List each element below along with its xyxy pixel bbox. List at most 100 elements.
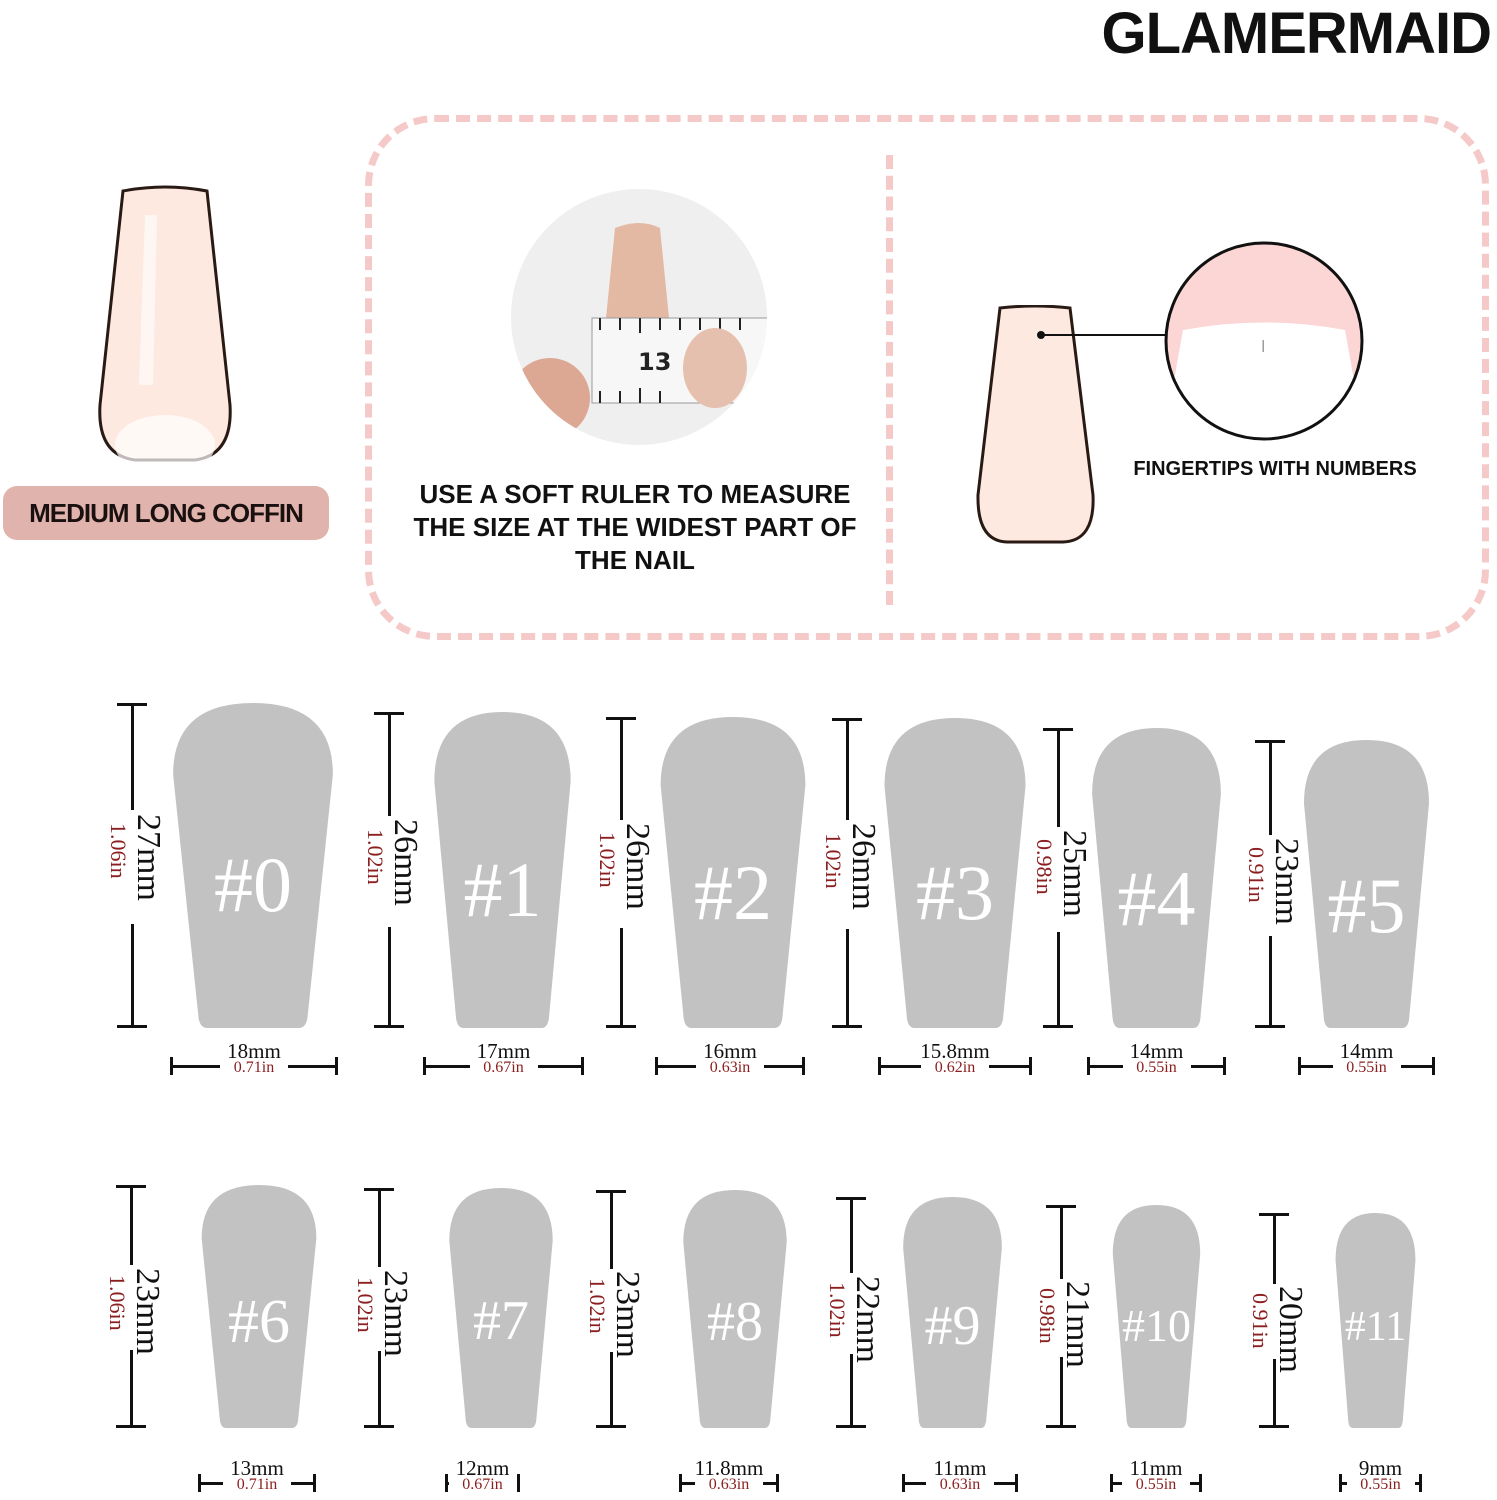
nail-shape	[449, 1188, 553, 1428]
width-in: 0.55in	[1122, 1476, 1190, 1494]
width-cap	[1015, 1474, 1018, 1492]
nail-shape	[1335, 1213, 1416, 1428]
nail-size-number: #0	[214, 840, 292, 928]
length-line	[1273, 1359, 1276, 1428]
length-mm: 26mm	[619, 822, 656, 910]
nail-size-number: #6	[228, 1288, 290, 1357]
width-in: 0.55in	[1346, 1476, 1415, 1494]
width-cap	[423, 1057, 426, 1075]
length-mm: 23mm	[129, 1267, 166, 1355]
nail-shape	[434, 712, 571, 1028]
length-mm: 26mm	[387, 819, 424, 907]
width-cap	[1432, 1057, 1435, 1075]
length-line	[1060, 1356, 1063, 1428]
width-cap	[335, 1057, 338, 1075]
instructions-panel	[365, 115, 1489, 640]
width-cap	[1419, 1474, 1422, 1492]
panel-divider	[886, 155, 893, 605]
length-line	[388, 926, 391, 1028]
length-mm: 23mm	[609, 1270, 646, 1358]
width-cap	[878, 1057, 881, 1075]
width-cap	[1199, 1474, 1202, 1492]
width-cap	[1298, 1057, 1301, 1075]
length-line	[1057, 728, 1060, 827]
fingertip-mark: l	[1261, 337, 1265, 356]
nail-size-number: #9	[924, 1295, 981, 1358]
length-in: 0.98in	[1035, 1287, 1060, 1344]
length-line	[1273, 1213, 1276, 1284]
length-line	[620, 717, 623, 820]
length-line	[130, 1350, 133, 1428]
nail-size-number: #1	[463, 845, 542, 933]
length-mm: 21mm	[1059, 1280, 1096, 1368]
measure-instruction: USE A SOFT RULER TO MEASURE THE SIZE AT …	[413, 479, 857, 575]
length-in: 1.06in	[106, 823, 131, 879]
nail-with-number-illustration	[976, 305, 1095, 544]
length-in: 0.91in	[1244, 846, 1269, 903]
width-cap	[445, 1474, 448, 1492]
width-cap	[517, 1474, 520, 1492]
length-line	[1269, 740, 1272, 836]
brand-logo: GLAMERMAID	[1101, 1, 1492, 66]
fingertip-caption: FINGERTIPS WITH NUMBERS	[1133, 458, 1417, 480]
width-cap	[1029, 1057, 1032, 1075]
ruler-number: 13	[638, 348, 671, 376]
nail-shape	[903, 1197, 1002, 1428]
width-cap	[655, 1057, 658, 1075]
ruler-measure-photo: 13	[511, 189, 767, 445]
length-mm: 25mm	[1056, 830, 1093, 917]
width-cap	[313, 1474, 316, 1492]
length-mm: 23mm	[377, 1269, 414, 1357]
length-line	[620, 928, 623, 1028]
width-cap	[1087, 1057, 1090, 1075]
nail-shape	[173, 703, 333, 1028]
length-line	[130, 1185, 133, 1266]
width-cap	[1223, 1057, 1226, 1075]
length-in: 1.02in	[595, 832, 620, 888]
nail-shape	[683, 1190, 787, 1428]
nail-shape	[1303, 740, 1430, 1028]
length-line	[131, 924, 134, 1028]
nail-shape	[884, 718, 1026, 1028]
length-line	[846, 718, 849, 821]
length-in: 0.91in	[1248, 1292, 1273, 1349]
length-line	[1060, 1205, 1063, 1279]
length-line	[850, 1354, 853, 1428]
length-in: 1.02in	[363, 828, 388, 885]
nail-size-number: #3	[916, 849, 994, 937]
width-cap	[1110, 1474, 1113, 1492]
width-cap	[581, 1057, 584, 1075]
width-cap	[198, 1474, 201, 1492]
width-cap	[902, 1474, 905, 1492]
nail-size-number: #5	[1327, 861, 1406, 949]
length-line	[846, 928, 849, 1028]
width-cap	[802, 1057, 805, 1075]
nail-size-number: #10	[1122, 1299, 1191, 1351]
length-line	[131, 703, 134, 811]
nail-shape	[660, 717, 806, 1028]
length-mm: 23mm	[1268, 837, 1305, 925]
length-line	[610, 1351, 613, 1428]
callout-line	[1041, 334, 1166, 336]
width-in: 0.63in	[696, 1059, 764, 1077]
nail-size-number: #8	[707, 1290, 763, 1353]
width-in: 0.63in	[926, 1476, 994, 1494]
width-in: 0.71in	[220, 1059, 288, 1077]
width-cap	[1339, 1474, 1342, 1492]
nail-size-number: #4	[1117, 855, 1196, 942]
fingertip-zoom-circle: l	[1164, 241, 1364, 441]
length-line	[378, 1351, 381, 1428]
length-in: 1.02in	[825, 1282, 850, 1339]
nail-size-number: #2	[694, 848, 772, 936]
length-line	[378, 1188, 381, 1268]
width-cap	[170, 1057, 173, 1075]
width-in: 0.67in	[448, 1476, 517, 1494]
width-in: 0.71in	[223, 1476, 291, 1494]
shape-label-badge: MEDIUM LONG COFFIN	[3, 486, 329, 540]
length-line	[1057, 932, 1060, 1028]
length-mm: 26mm	[845, 823, 882, 911]
length-mm: 27mm	[130, 813, 167, 901]
nail-size-number: #7	[473, 1289, 529, 1352]
nail-size-number: #11	[1344, 1304, 1407, 1351]
